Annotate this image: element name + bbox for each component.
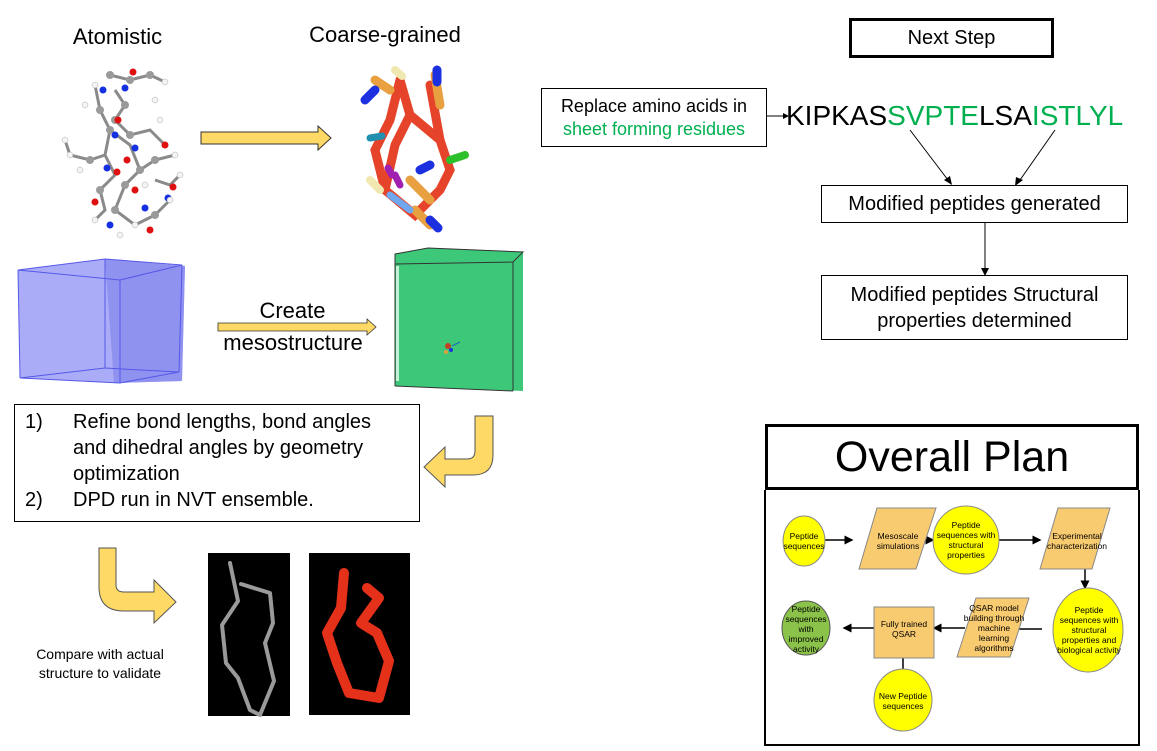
node-shape <box>782 515 826 567</box>
flow-node-new-peptide-sequences: New Peptide sequences <box>878 690 928 711</box>
flow-node-mesoscale-simulations: Mesoscale simulations <box>876 530 920 551</box>
flow-node-peptide-sequences: Peptide sequences <box>783 530 825 551</box>
structural-properties-box: Modified peptides Structural properties … <box>821 275 1128 340</box>
flow-node-qsar-model-building: QSAR model building through machine lear… <box>963 602 1025 654</box>
curved-arrow-right-icon <box>98 547 177 625</box>
node-shape <box>858 507 937 570</box>
modified-peptides-generated-box: Modified peptides generated <box>821 185 1128 223</box>
coarse-grained-label: Coarse-grained <box>309 22 461 47</box>
node-shape <box>781 600 831 656</box>
replace-amino-acids-box: Replace amino acids in sheet forming res… <box>541 88 767 147</box>
flow-node-structural-properties: Peptide sequences with structural proper… <box>936 519 996 561</box>
arrow-right-icon <box>767 113 789 119</box>
atomistic-label: Atomistic <box>72 24 163 49</box>
step-text: DPD run in NVT ensemble. <box>73 489 314 511</box>
create-label: Create <box>259 298 326 323</box>
next-step-title: Next Step <box>849 18 1054 58</box>
node-shape <box>1052 587 1124 673</box>
peptide-sequence: KIPKASSVPTELSAISTLYL <box>786 100 1123 132</box>
refinement-steps-box: 1) Refine bond lengths, bond angles and … <box>14 404 420 522</box>
coarse-grained-molecule-image <box>360 65 469 233</box>
node-shape <box>873 606 935 659</box>
overall-plan-title: Overall Plan <box>765 424 1139 490</box>
sequence-segment-highlight: ISTLYL <box>1031 100 1124 131</box>
actual-structure-image <box>309 553 410 715</box>
arrow-down-icon <box>981 223 989 276</box>
simulation-box-cube-image <box>17 258 185 384</box>
sequence-segment: KIPKAS <box>786 100 888 131</box>
overall-plan-flowchart: Peptide sequences Mesoscale simulations … <box>764 490 1140 746</box>
arrow-right-icon <box>200 124 332 152</box>
sequence-arrows <box>909 129 1056 186</box>
flow-node-fully-trained-qsar: Fully trained QSAR <box>880 618 928 639</box>
flow-node-experimental-characterization: Experimental characterization <box>1046 530 1107 551</box>
sequence-segment-highlight: SVPTE <box>887 100 979 131</box>
node-shape <box>1039 507 1111 570</box>
flow-node-biological-activity: Peptide sequences with structural proper… <box>1057 604 1121 656</box>
flowchart-connectors <box>781 505 1124 732</box>
node-shape <box>956 597 1030 658</box>
compare-label: Compare with actual structure to validat… <box>36 646 164 681</box>
step-item: 1) Refine bond lengths, bond angles and … <box>25 409 409 487</box>
step-number: 2) <box>25 489 43 511</box>
peptide-cluster-icon <box>444 341 461 354</box>
replace-line-1: Replace amino acids in <box>560 95 748 116</box>
node-shape <box>932 505 1000 575</box>
node-shape <box>873 668 933 732</box>
flow-node-improved-activity: Peptide sequences with improved activity <box>785 603 827 655</box>
mesostructure-cube-image <box>394 247 525 392</box>
replace-line-2: sheet forming residues <box>562 118 746 139</box>
sequence-segment: LSA <box>978 100 1032 131</box>
atomistic-molecule-image <box>61 68 184 239</box>
step-text: Refine bond lengths, bond angles and dih… <box>73 411 372 485</box>
simulated-structure-image <box>208 553 290 717</box>
arrow-right-icon <box>217 318 377 336</box>
step-item: 2) DPD run in NVT ensemble. <box>25 487 409 513</box>
mesostructure-label: mesostructure <box>223 330 363 355</box>
step-number: 1) <box>25 411 43 433</box>
curved-arrow-left-icon <box>423 415 494 489</box>
